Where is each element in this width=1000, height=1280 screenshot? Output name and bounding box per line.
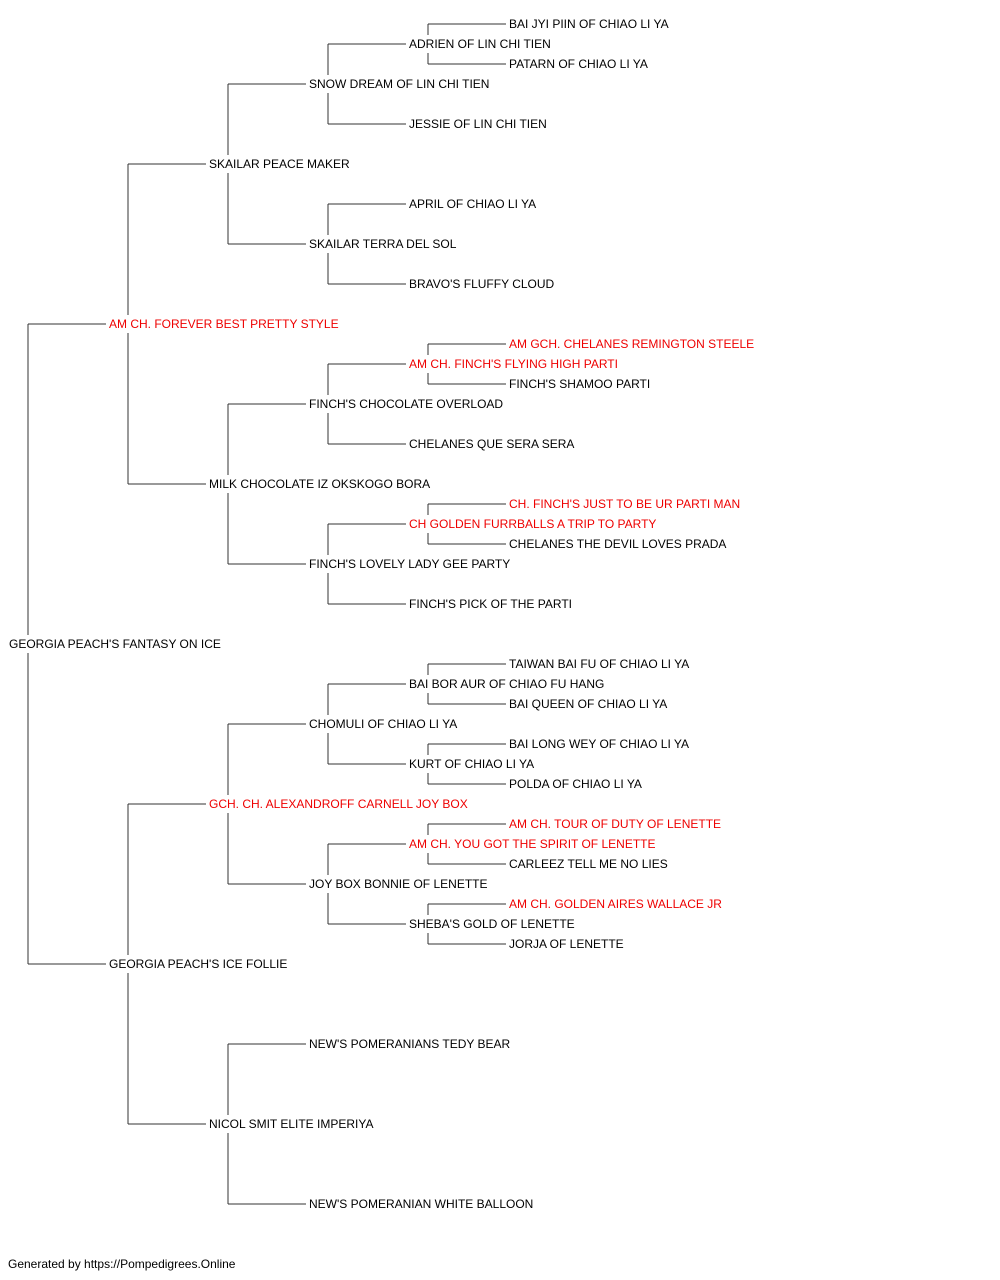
dog-name-gen4: AM CH. YOU GOT THE SPIRIT OF LENETTE xyxy=(408,837,657,851)
dog-name-gen3: SNOW DREAM OF LIN CHI TIEN xyxy=(308,77,491,91)
dog-name-gen4: SHEBA'S GOLD OF LENETTE xyxy=(408,917,576,931)
dog-name-gen5: AM GCH. CHELANES REMINGTON STEELE xyxy=(508,337,756,351)
dog-name-gen3: FINCH'S CHOCOLATE OVERLOAD xyxy=(308,397,505,411)
dog-name-gen2: SKAILAR PEACE MAKER xyxy=(208,157,351,171)
generated-by-footer: Generated by https://Pompedigrees.Online xyxy=(8,1257,236,1271)
dog-name-gen3: FINCH'S LOVELY LADY GEE PARTY xyxy=(308,557,512,571)
dog-name-gen4: JESSIE OF LIN CHI TIEN xyxy=(408,117,548,131)
dog-name-gen4: FINCH'S PICK OF THE PARTI xyxy=(408,597,573,611)
dog-name-gen5: JORJA OF LENETTE xyxy=(508,937,625,951)
dog-name-gen1: GEORGIA PEACH'S ICE FOLLIE xyxy=(108,957,289,971)
dog-name-gen4: BRAVO'S FLUFFY CLOUD xyxy=(408,277,556,291)
dog-name-gen2: NICOL SMIT ELITE IMPERIYA xyxy=(208,1117,375,1131)
dog-name-gen5: FINCH'S SHAMOO PARTI xyxy=(508,377,652,391)
dog-name-gen4: BAI BOR AUR OF CHIAO FU HANG xyxy=(408,677,606,691)
dog-name-gen4: CH GOLDEN FURRBALLS A TRIP TO PARTY xyxy=(408,517,658,531)
dog-name-gen5: CHELANES THE DEVIL LOVES PRADA xyxy=(508,537,728,551)
dog-name-gen0: GEORGIA PEACH'S FANTASY ON ICE xyxy=(8,637,222,651)
dog-name-gen5: BAI QUEEN OF CHIAO LI YA xyxy=(508,697,669,711)
dog-name-gen3: NEW'S POMERANIAN WHITE BALLOON xyxy=(308,1197,535,1211)
dog-name-gen5: BAI JYI PIIN OF CHIAO LI YA xyxy=(508,17,670,31)
dog-name-gen4: AM CH. FINCH'S FLYING HIGH PARTI xyxy=(408,357,619,371)
dog-name-gen5: AM CH. TOUR OF DUTY OF LENETTE xyxy=(508,817,723,831)
dog-name-gen2: MILK CHOCOLATE IZ OKSKOGO BORA xyxy=(208,477,432,491)
dog-name-gen1: AM CH. FOREVER BEST PRETTY STYLE xyxy=(108,317,340,331)
dog-name-gen4: ADRIEN OF LIN CHI TIEN xyxy=(408,37,552,51)
dog-name-gen3: SKAILAR TERRA DEL SOL xyxy=(308,237,458,251)
dog-name-gen2: GCH. CH. ALEXANDROFF CARNELL JOY BOX xyxy=(208,797,469,811)
dog-name-gen5: AM CH. GOLDEN AIRES WALLACE JR xyxy=(508,897,723,911)
dog-name-gen4: KURT OF CHIAO LI YA xyxy=(408,757,536,771)
dog-name-gen5: CARLEEZ TELL ME NO LIES xyxy=(508,857,669,871)
dog-name-gen4: CHELANES QUE SERA SERA xyxy=(408,437,576,451)
dog-name-gen5: BAI LONG WEY OF CHIAO LI YA xyxy=(508,737,691,751)
dog-name-gen3: CHOMULI OF CHIAO LI YA xyxy=(308,717,459,731)
dog-name-gen5: CH. FINCH'S JUST TO BE UR PARTI MAN xyxy=(508,497,742,511)
dog-name-gen5: POLDA OF CHIAO LI YA xyxy=(508,777,643,791)
dog-name-gen5: PATARN OF CHIAO LI YA xyxy=(508,57,649,71)
dog-name-gen3: NEW'S POMERANIANS TEDY BEAR xyxy=(308,1037,512,1051)
dog-name-gen4: APRIL OF CHIAO LI YA xyxy=(408,197,538,211)
dog-name-gen5: TAIWAN BAI FU OF CHIAO LI YA xyxy=(508,657,691,671)
dog-name-gen3: JOY BOX BONNIE OF LENETTE xyxy=(308,877,489,891)
